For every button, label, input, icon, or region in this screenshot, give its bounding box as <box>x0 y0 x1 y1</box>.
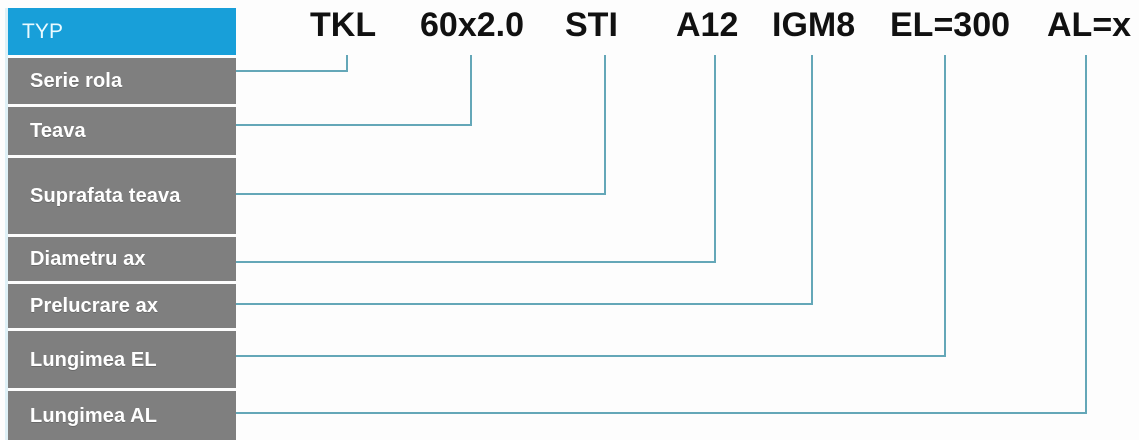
connector-serie-rola-vertical <box>346 55 348 72</box>
connector-serie-rola-horizontal <box>236 70 348 72</box>
code-token-a12[interactable]: A12 <box>676 6 739 44</box>
legend-column: TYP Serie rola Teava Suprafata teava Dia… <box>8 8 236 440</box>
connector-lungimea-el-vertical <box>944 55 946 357</box>
legend-label-lungimea-el: Lungimea EL <box>30 348 157 371</box>
legend-row-typ[interactable]: TYP <box>8 8 236 55</box>
connector-prelucrare-ax-vertical <box>811 55 813 305</box>
code-token-alx[interactable]: AL=x <box>1047 6 1132 44</box>
legend-row-lungimea-el[interactable]: Lungimea EL <box>8 331 236 388</box>
legend-left-edge <box>5 8 8 440</box>
connector-prelucrare-ax-horizontal <box>236 303 813 305</box>
connector-lungimea-el-horizontal <box>236 355 946 357</box>
legend-label-suprafata-teava: Suprafata teava <box>30 185 181 207</box>
code-token-tkl[interactable]: TKL <box>310 6 377 44</box>
legend-label-lungimea-al: Lungimea AL <box>30 404 158 427</box>
legend-row-suprafata-teava[interactable]: Suprafata teava <box>8 158 236 234</box>
code-token-igm8[interactable]: IGM8 <box>772 6 856 44</box>
code-token-sti[interactable]: STI <box>565 6 618 44</box>
legend-label-prelucrare-ax: Prelucrare ax <box>30 295 159 317</box>
connector-teava-horizontal <box>236 124 472 126</box>
code-token-60x2-0[interactable]: 60x2.0 <box>420 6 524 44</box>
legend-row-prelucrare-ax[interactable]: Prelucrare ax <box>8 284 236 328</box>
legend-label-teava: Teava <box>30 120 86 142</box>
legend-row-teava[interactable]: Teava <box>8 107 236 155</box>
connector-lungimea-al-vertical <box>1085 55 1087 414</box>
legend-label-typ: TYP <box>22 20 64 43</box>
legend-row-lungimea-al[interactable]: Lungimea AL <box>8 391 236 440</box>
connector-suprafata-teava-horizontal <box>236 193 606 195</box>
connector-lungimea-al-horizontal <box>236 412 1087 414</box>
connector-teava-vertical <box>470 55 472 126</box>
connector-diametru-ax-vertical <box>714 55 716 263</box>
legend-label-diametru-ax: Diametru ax <box>30 248 146 270</box>
legend-row-serie-rola[interactable]: Serie rola <box>8 58 236 104</box>
connector-diametru-ax-horizontal <box>236 261 716 263</box>
connector-suprafata-teava-vertical <box>604 55 606 195</box>
legend-row-diametru-ax[interactable]: Diametru ax <box>8 237 236 281</box>
legend-label-serie-rola: Serie rola <box>30 70 123 92</box>
code-token-el300[interactable]: EL=300 <box>890 6 1011 44</box>
